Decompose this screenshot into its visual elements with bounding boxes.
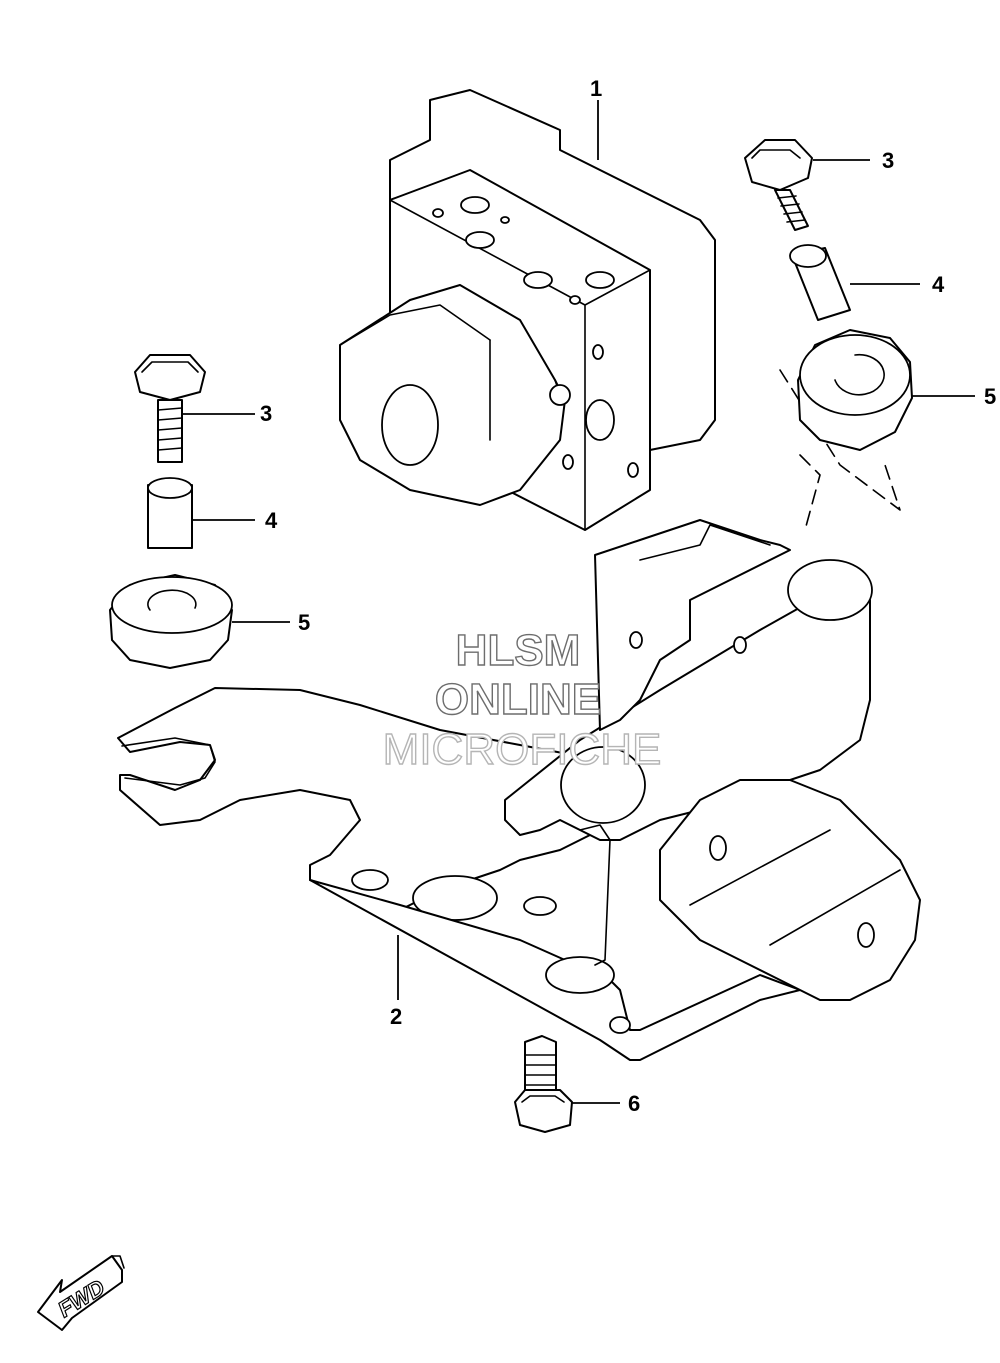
callout-4-upper-right[interactable]: 4: [932, 272, 945, 297]
callout-6[interactable]: 6: [628, 1091, 640, 1116]
callout-1[interactable]: 1: [590, 76, 602, 101]
grommet-upper-right[interactable]: [797, 329, 913, 451]
watermark-line-3: MICROFICHE: [383, 725, 662, 774]
callout-3-left[interactable]: 3: [260, 401, 272, 426]
callout-4-left[interactable]: 4: [265, 508, 278, 533]
leader-lines: [182, 100, 975, 1104]
callout-5-left[interactable]: 5: [298, 610, 310, 635]
fwd-arrow-icon: FWD: [37, 1255, 125, 1331]
bracket[interactable]: [117, 369, 921, 1061]
collar-upper-right[interactable]: [789, 244, 851, 321]
watermark-line-1: HLSM: [456, 626, 581, 675]
grommet-left[interactable]: [109, 574, 233, 669]
callout-2[interactable]: 2: [390, 1004, 402, 1029]
bolt-bottom[interactable]: [514, 1035, 573, 1133]
watermark-line-2: ONLINE: [435, 675, 601, 724]
collar-left[interactable]: [147, 477, 193, 549]
abs-hydraulic-unit[interactable]: [339, 89, 716, 531]
bolt-left[interactable]: [134, 354, 206, 463]
callout-3-upper-right[interactable]: 3: [882, 148, 894, 173]
bolt-upper-right[interactable]: [744, 139, 813, 231]
callout-labels: 1 2 3 3 4 4 5 5 6: [260, 76, 996, 1116]
watermark: HLSM ONLINE MICROFICHE: [382, 625, 662, 774]
callout-5-upper-right[interactable]: 5: [984, 384, 996, 409]
